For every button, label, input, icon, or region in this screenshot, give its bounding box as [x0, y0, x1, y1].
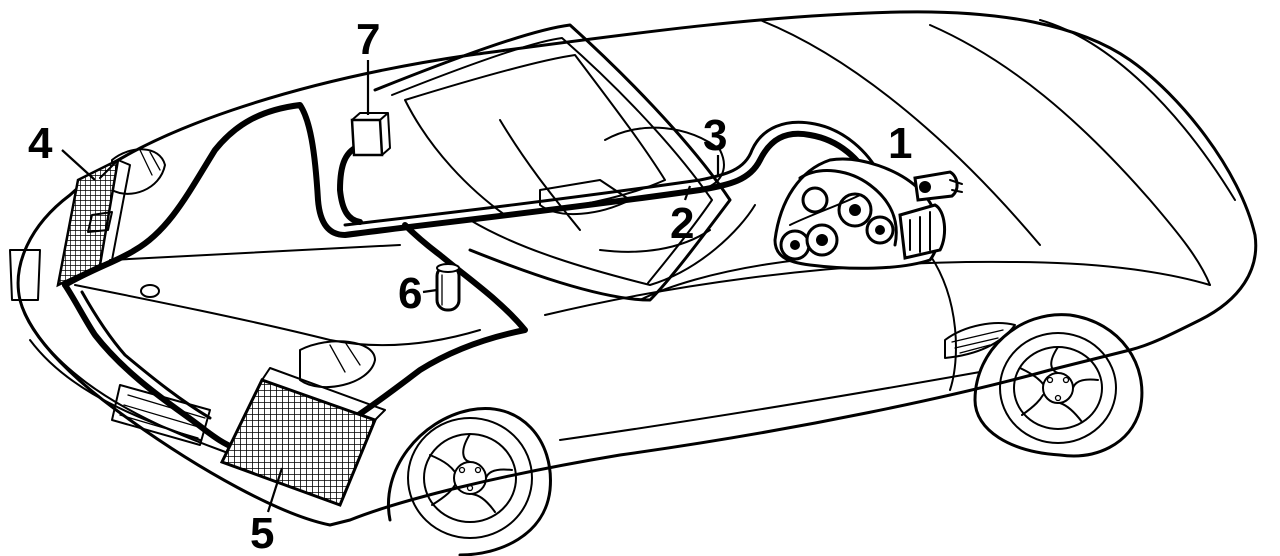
rear-wheel: [973, 313, 1144, 458]
compressor-assembly: [773, 157, 963, 270]
car-outline: [16, 10, 1258, 527]
hose-front-upper-pair: [343, 120, 882, 227]
hood-emblem: [140, 284, 160, 298]
callout-1: 1: [888, 119, 912, 168]
windshield-glass: [404, 54, 666, 216]
refrigerant-lines: [62, 102, 882, 458]
hose-front-lower-pair: [80, 290, 212, 420]
headlight-left: [111, 148, 166, 195]
callout-4: 4: [28, 119, 53, 168]
condenser-front-right: [219, 367, 386, 507]
callout-3: 3: [703, 111, 727, 160]
leader-5: [266, 467, 284, 513]
hood-crease: [109, 244, 401, 261]
side-intake: [944, 322, 1016, 359]
callout-5: 5: [250, 509, 274, 556]
callout-6: 6: [398, 269, 422, 318]
leader-2: [683, 185, 692, 201]
receiver-drier: [435, 263, 461, 312]
door-line: [639, 253, 957, 391]
windshield-frame: [373, 23, 732, 302]
body-crease: [544, 260, 1211, 316]
expansion-valve-box: [350, 112, 391, 157]
headlight-right: [299, 340, 376, 388]
rear-deck-inner: [929, 24, 1211, 286]
interior-console: [599, 229, 711, 253]
callout-2: 2: [670, 199, 694, 248]
sill-line: [559, 371, 981, 441]
hood-line: [74, 284, 481, 347]
callout-7: 7: [356, 15, 380, 64]
leader-6: [422, 288, 438, 294]
interior-seat: [604, 126, 725, 191]
hose-front-upper: [62, 102, 873, 288]
interior-floor: [469, 204, 756, 286]
rear-spoiler: [1039, 19, 1236, 201]
front-vents: [9, 249, 211, 446]
windshield-inner: [391, 37, 713, 284]
condenser-front-left: [56, 157, 131, 288]
hose-evaporator: [337, 142, 365, 225]
callouts: 1 2 3 4 5 6 7: [28, 15, 912, 556]
car-body: [9, 10, 1258, 556]
leader-4: [61, 149, 96, 181]
rear-deck: [759, 19, 1041, 246]
front-wheel: [387, 407, 552, 556]
